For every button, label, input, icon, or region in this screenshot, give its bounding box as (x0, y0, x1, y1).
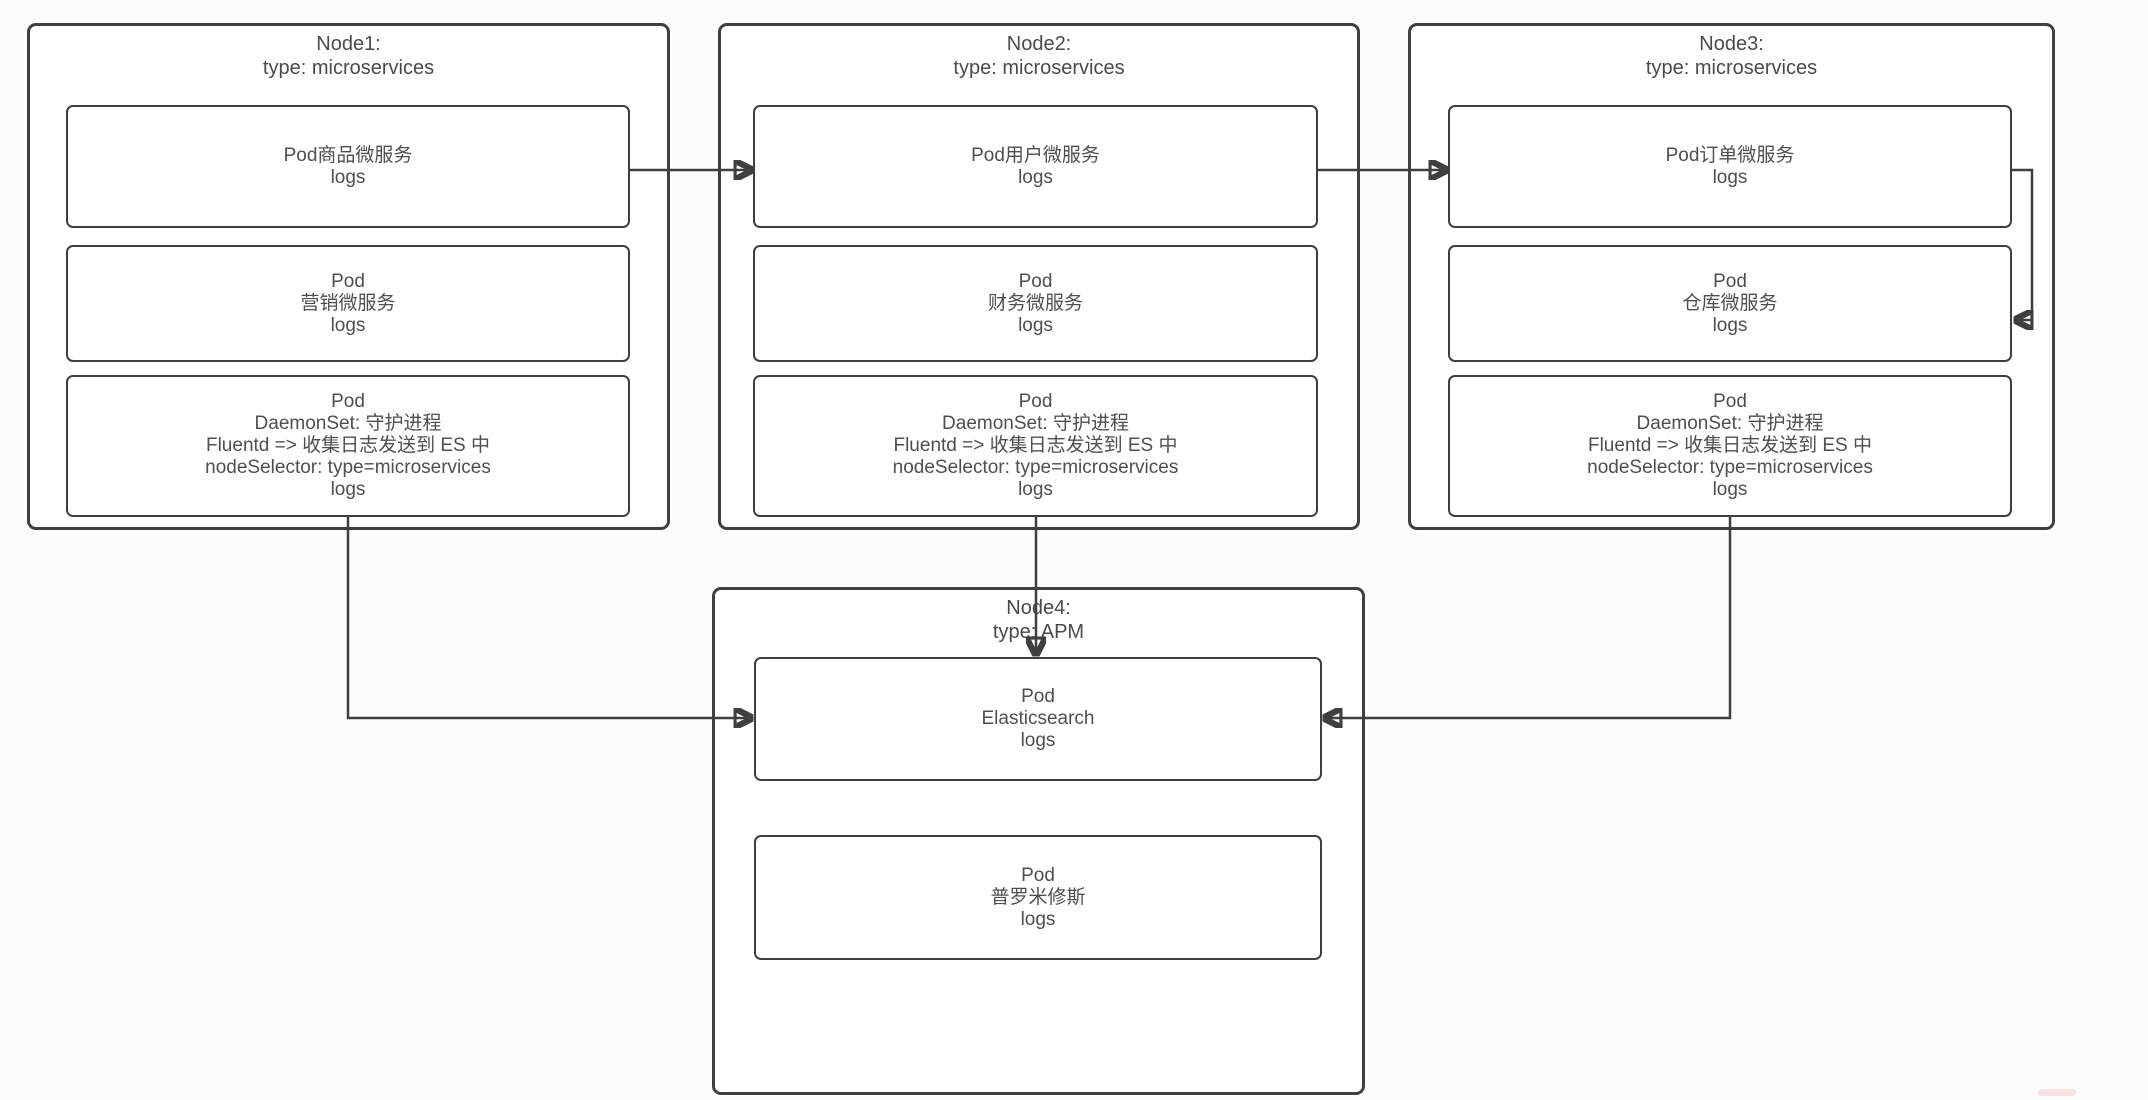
node4-pod-prometheus: Pod 普罗米修斯 logs (754, 835, 1322, 960)
node1-pod-marketing-service: Pod 营销微服务 logs (66, 245, 630, 362)
node3-box: Node3: type: microservices Pod订单微服务 logs… (1408, 23, 2055, 530)
node1-pod-daemonset-text: Pod DaemonSet: 守护进程 Fluentd => 收集日志发送到 E… (205, 391, 491, 500)
node1-pod-daemonset: Pod DaemonSet: 守护进程 Fluentd => 收集日志发送到 E… (66, 375, 630, 517)
node1-box: Node1: type: microservices Pod商品微服务 logs… (27, 23, 670, 530)
node2-title: Node2: type: microservices (953, 33, 1125, 79)
node2-pod-daemonset: Pod DaemonSet: 守护进程 Fluentd => 收集日志发送到 E… (753, 375, 1318, 517)
node4-box: Node4: type: APM Pod Elasticsearch logs … (712, 587, 1365, 1095)
node1-title: Node1: type: microservices (262, 33, 435, 79)
node2-pod-finance-text: Pod 财务微服务 logs (987, 270, 1083, 336)
edge-node1-daemonset-to-elasticsearch-arrow (346, 517, 751, 718)
node3-pod-order-service: Pod订单微服务 logs (1448, 105, 2012, 228)
node2-pod-user-text: Pod用户微服务 logs (971, 144, 1100, 188)
edge-node3-daemonset-to-elasticsearch-arrow (1325, 517, 1732, 718)
node4-pod-prometheus-text: Pod 普罗米修斯 logs (990, 864, 1086, 930)
node3-pod-warehouse-text: Pod 仓库微服务 logs (1682, 270, 1778, 336)
node2-pod-daemonset-text: Pod DaemonSet: 守护进程 Fluentd => 收集日志发送到 E… (892, 391, 1179, 500)
node2-pod-user-service: Pod用户微服务 logs (753, 105, 1318, 228)
node3-pod-daemonset-text: Pod DaemonSet: 守护进程 Fluentd => 收集日志发送到 E… (1587, 391, 1873, 500)
node1-pod-marketing-text: Pod 营销微服务 logs (300, 270, 396, 336)
node3-pod-warehouse-service: Pod 仓库微服务 logs (1448, 245, 2012, 362)
node4-pod-elasticsearch-text: Pod Elasticsearch logs (981, 686, 1095, 751)
node3-pod-daemonset: Pod DaemonSet: 守护进程 Fluentd => 收集日志发送到 E… (1448, 375, 2012, 517)
node2-box: Node2: type: microservices Pod用户微服务 logs… (718, 23, 1360, 530)
render-artifact-smudge (2038, 1089, 2076, 1096)
node3-title: Node3: type: microservices (1645, 33, 1818, 79)
node3-pod-order-text: Pod订单微服务 logs (1665, 144, 1795, 188)
node4-title: Node4: type: APM (992, 597, 1085, 643)
node2-pod-finance-service: Pod 财务微服务 logs (753, 245, 1318, 362)
node4-pod-elasticsearch: Pod Elasticsearch logs (754, 657, 1322, 781)
node1-pod-product-text: Pod商品微服务 logs (283, 144, 413, 188)
node1-pod-product-service: Pod商品微服务 logs (66, 105, 630, 228)
